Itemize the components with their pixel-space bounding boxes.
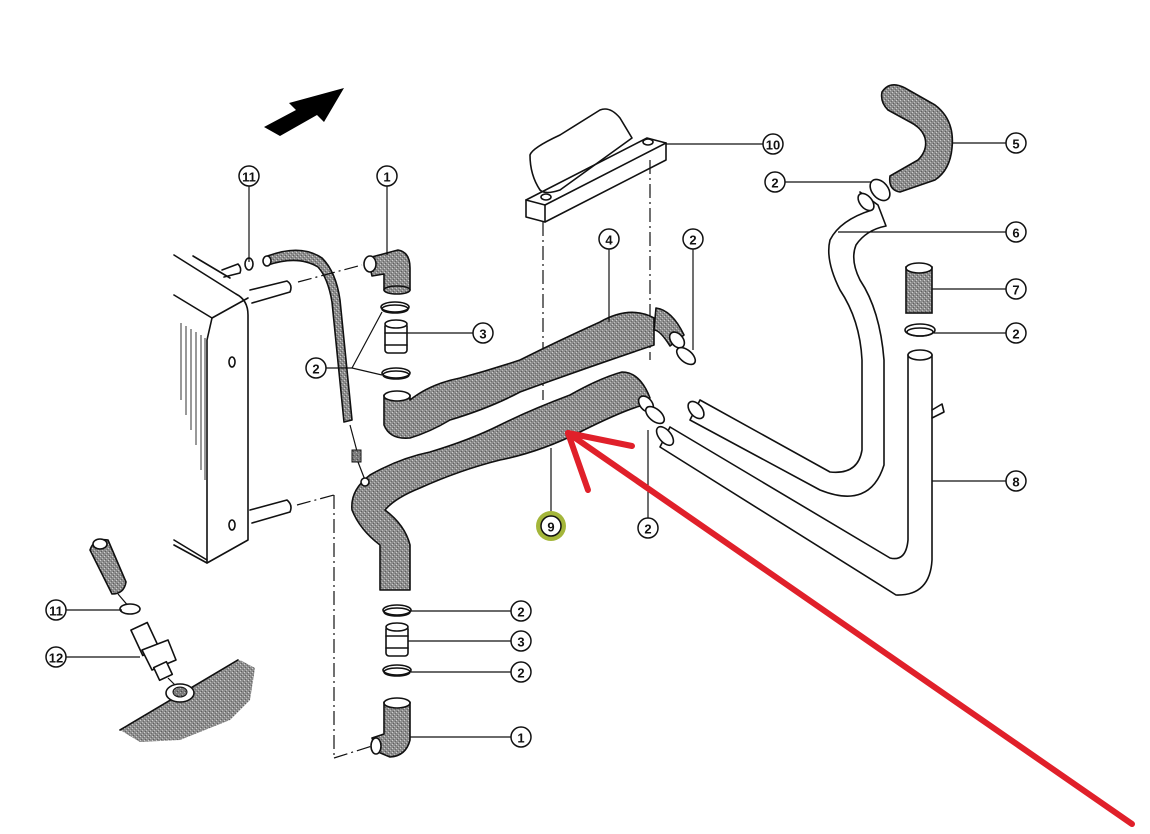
elbow-hose-upper — [363, 249, 411, 295]
callout-label: 12 — [49, 651, 63, 666]
callout-drain-fitting: 12 — [45, 646, 67, 668]
callout-label: 6 — [1012, 226, 1019, 241]
mounting-bracket — [525, 108, 667, 223]
callout-label: 8 — [1012, 475, 1019, 490]
callout-circle — [1005, 221, 1027, 243]
callout-label: 3 — [479, 327, 486, 342]
clamp-upper-1 — [380, 301, 410, 314]
callout-label: 2 — [312, 362, 319, 377]
clamp-mid-lower — [644, 405, 666, 425]
callout-clamp: 2 — [637, 517, 659, 539]
clamp-lower-1 — [382, 604, 412, 617]
callout-label: 11 — [49, 604, 63, 619]
callout-circle — [762, 133, 784, 155]
vent-hose — [262, 249, 366, 481]
clamp-lower-2 — [382, 664, 412, 677]
callout-circle — [764, 171, 786, 193]
callout-bend-hose: 5 — [1005, 132, 1027, 154]
callout-label: 2 — [644, 522, 651, 537]
callout-circle — [510, 661, 532, 683]
callout-circle — [1005, 132, 1027, 154]
callout-hose-clamp-small: 11 — [238, 165, 260, 187]
callout-clamp: 2 — [682, 228, 704, 250]
callout-circle — [45, 599, 67, 621]
callout-label: 2 — [517, 605, 524, 620]
callout-clamp: 2 — [510, 600, 532, 622]
callout-straight-hose: 7 — [1005, 278, 1027, 300]
callout-label: 2 — [771, 176, 778, 191]
callout-circle — [598, 228, 620, 250]
callout-circle — [510, 726, 532, 748]
callout-label: 1 — [383, 170, 390, 185]
callout-label: 1 — [517, 731, 524, 746]
callout-elbow-hose-upper: 1 — [376, 165, 398, 187]
callout-clamp: 2 — [764, 171, 786, 193]
alignment-line — [296, 494, 335, 506]
callout-circle — [376, 165, 398, 187]
callout-lower-hose: 9 — [536, 511, 566, 541]
clamp-upper-2 — [381, 367, 411, 380]
callout-connector-upper: 3 — [472, 322, 494, 344]
lower-pipe — [655, 349, 945, 596]
callout-connector-lower: 3 — [510, 630, 532, 652]
callout-label: 11 — [242, 170, 256, 185]
annotation-arrow — [565, 430, 1135, 827]
connector-lower — [385, 622, 409, 657]
callout-clamp: 2 — [305, 357, 327, 379]
callout-circle — [1005, 470, 1027, 492]
callout-circle — [472, 322, 494, 344]
callout-mounting-bracket: 10 — [762, 133, 784, 155]
callout-label: 10 — [766, 138, 780, 153]
callout-circle — [510, 600, 532, 622]
elbow-hose-lower — [370, 697, 411, 758]
callout-elbow-hose-lower: 1 — [510, 726, 532, 748]
callout-label: 3 — [517, 635, 524, 650]
callout-circle — [1005, 322, 1027, 344]
callout-circle — [45, 646, 67, 668]
callout-hose-clamp-small: 11 — [45, 599, 67, 621]
callout-label: 2 — [517, 666, 524, 681]
clamp-top — [869, 178, 891, 202]
callout-circle — [1005, 278, 1027, 300]
callout-circle — [238, 165, 260, 187]
alignment-line — [333, 745, 373, 759]
callout-circle — [682, 228, 704, 250]
callout-label: 5 — [1012, 137, 1019, 152]
callout-clamp: 2 — [1005, 322, 1027, 344]
callout-circle — [305, 357, 327, 379]
clamp-mid-upper — [675, 346, 697, 366]
callout-circle — [540, 515, 562, 537]
callout-circle — [637, 517, 659, 539]
alignment-line — [297, 264, 363, 283]
callout-leaders — [66, 142, 1006, 738]
callout-label: 2 — [1012, 327, 1019, 342]
front-direction-arrow-icon — [264, 88, 344, 136]
callout-label: 2 — [689, 233, 696, 248]
drain-fitting-assembly — [89, 538, 255, 742]
bend-hose — [880, 84, 954, 193]
callout-label: 9 — [547, 520, 554, 535]
callout-circle — [510, 630, 532, 652]
upper-pipe — [687, 191, 887, 497]
clamp-right — [904, 323, 936, 337]
connector-upper — [384, 319, 408, 354]
callout-upper-pipe: 6 — [1005, 221, 1027, 243]
callout-label: 4 — [605, 233, 613, 248]
upper-hose — [383, 307, 686, 440]
straight-hose — [905, 262, 933, 314]
callout-lower-pipe: 8 — [1005, 470, 1027, 492]
radiator — [173, 254, 292, 564]
callout-clamp: 2 — [510, 661, 532, 683]
callout-upper-hose: 4 — [598, 228, 620, 250]
callout-label: 7 — [1012, 283, 1019, 298]
